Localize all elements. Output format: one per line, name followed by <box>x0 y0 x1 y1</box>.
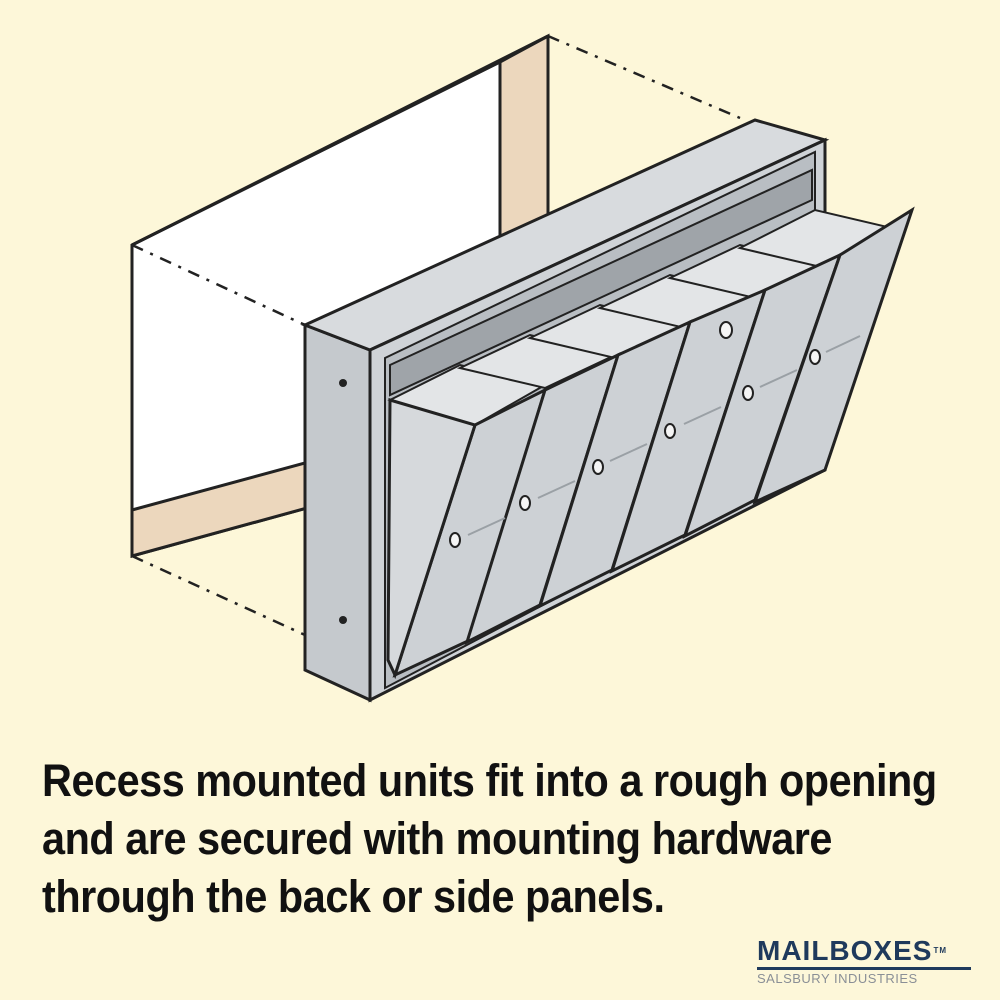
logo-word-text: MAILBOXES <box>757 935 933 966</box>
door-hardware <box>449 321 821 548</box>
mailbox-recess-illustration <box>130 33 915 703</box>
logo-trademark: TM <box>933 946 948 955</box>
caption-line-2: and are secured with mounting hardware <box>42 813 832 864</box>
mailbox-unit <box>301 118 915 703</box>
guide-lines <box>131 34 741 637</box>
caption-line-1: Recess mounted units fit into a rough op… <box>42 755 937 806</box>
caption-text: Recess mounted units fit into a rough op… <box>42 752 937 926</box>
brand-logo: MAILBOXESTM SALSBURY INDUSTRIES <box>757 936 977 986</box>
door-1-flap <box>386 397 477 680</box>
logo-underline <box>757 967 971 970</box>
logo-subtitle: SALSBURY INDUSTRIES <box>757 971 918 986</box>
door-labels <box>467 335 861 536</box>
mounting-holes <box>339 379 347 624</box>
caption-line-3: through the back or side panels. <box>42 871 665 922</box>
logo-wordmark: MAILBOXESTM <box>757 936 977 966</box>
door-6 <box>752 206 915 505</box>
mailbox-doors <box>386 206 915 680</box>
compartment-interiors <box>387 208 903 427</box>
